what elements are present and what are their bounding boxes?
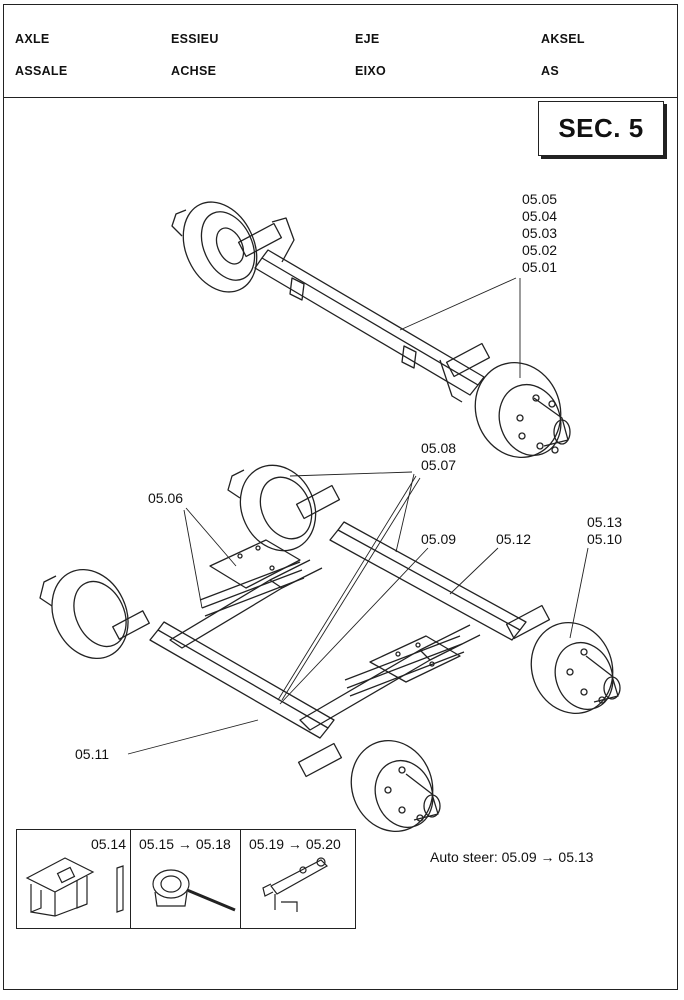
thumbnail-adjuster: 05.19 → 05.20 xyxy=(241,830,357,928)
lang-label: AKSEL xyxy=(541,32,585,46)
auto-steer-note: Auto steer: 05.09 → 05.13 xyxy=(430,849,594,865)
language-header: AXLE ESSIEU EJE AKSEL ASSALE ACHSE EIXO … xyxy=(4,5,677,98)
lang-label: EIXO xyxy=(355,64,387,78)
thumbnail-brake-chamber: 05.15 → 05.18 xyxy=(131,830,241,928)
page-frame: AXLE ESSIEU EJE AKSEL ASSALE ACHSE EIXO … xyxy=(3,4,678,990)
section-label: SEC. 5 xyxy=(558,113,644,143)
hanger-bracket-icon xyxy=(25,857,124,917)
lang-label: ACHSE xyxy=(171,64,217,78)
leader-lines xyxy=(127,277,589,755)
callout-mid-a: 05.09 xyxy=(421,531,457,547)
tandem-axle-drawing xyxy=(39,464,621,832)
lang-label: AS xyxy=(541,64,559,78)
callout-upper-pair: 05.08 05.07 xyxy=(421,440,457,473)
lang-label: EJE xyxy=(355,32,380,46)
thumbnail-hanger: 05.14 xyxy=(17,830,131,928)
section-badge: SEC. 5 xyxy=(538,101,664,156)
lang-label: ESSIEU xyxy=(171,32,219,46)
slack-adjuster-icon xyxy=(262,857,328,912)
callout-right-pair: 05.13 05.10 xyxy=(587,514,623,547)
top-axle-drawing xyxy=(171,201,571,458)
callout-top-axle: 05.05 05.04 05.03 05.02 05.01 xyxy=(522,191,558,275)
lang-label: ASSALE xyxy=(15,64,68,78)
callout-left: 05.06 xyxy=(148,490,184,506)
callout-mid-b: 05.12 xyxy=(496,531,532,547)
brake-chamber-icon xyxy=(152,869,236,912)
accessory-thumbnails: 05.14 05.15 → 05.18 05.19 → 05.20 xyxy=(16,829,356,929)
lang-label: AXLE xyxy=(15,32,50,46)
callout-bottom: 05.11 xyxy=(75,746,109,762)
